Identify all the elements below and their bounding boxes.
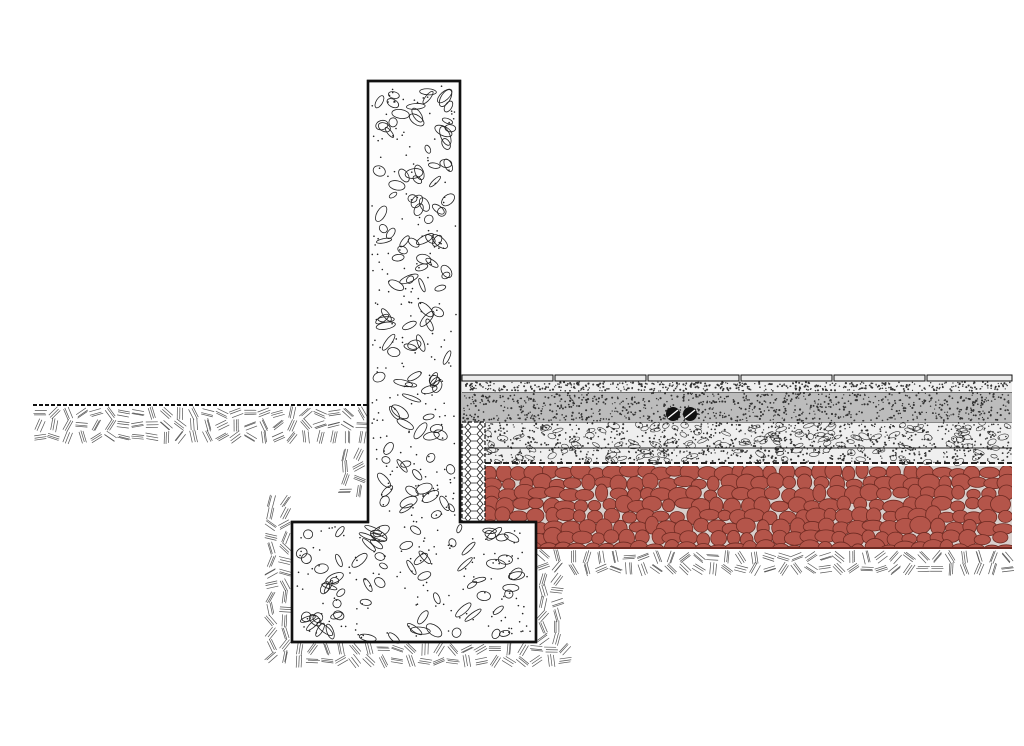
ground-left-soil bbox=[33, 404, 369, 498]
pipes bbox=[666, 407, 697, 421]
screed-layer bbox=[462, 391, 1012, 422]
pipe-icon bbox=[666, 407, 680, 421]
floor-tile bbox=[647, 374, 740, 382]
pipe-icon bbox=[683, 407, 697, 421]
soil-around-footing bbox=[264, 494, 572, 669]
floor-tile bbox=[554, 374, 647, 382]
soil-under-slab bbox=[568, 549, 1015, 577]
floor-tile bbox=[926, 374, 1013, 382]
bedding-layer bbox=[462, 381, 1012, 392]
edge-insulation bbox=[461, 421, 486, 523]
foundation-concrete bbox=[290, 79, 538, 644]
floor-tile bbox=[461, 374, 554, 382]
floor-tile bbox=[740, 374, 833, 382]
floor-tiles bbox=[461, 374, 1013, 382]
floor-tile bbox=[833, 374, 926, 382]
sand-layer bbox=[481, 419, 1012, 467]
gravel-bed bbox=[485, 466, 1012, 549]
